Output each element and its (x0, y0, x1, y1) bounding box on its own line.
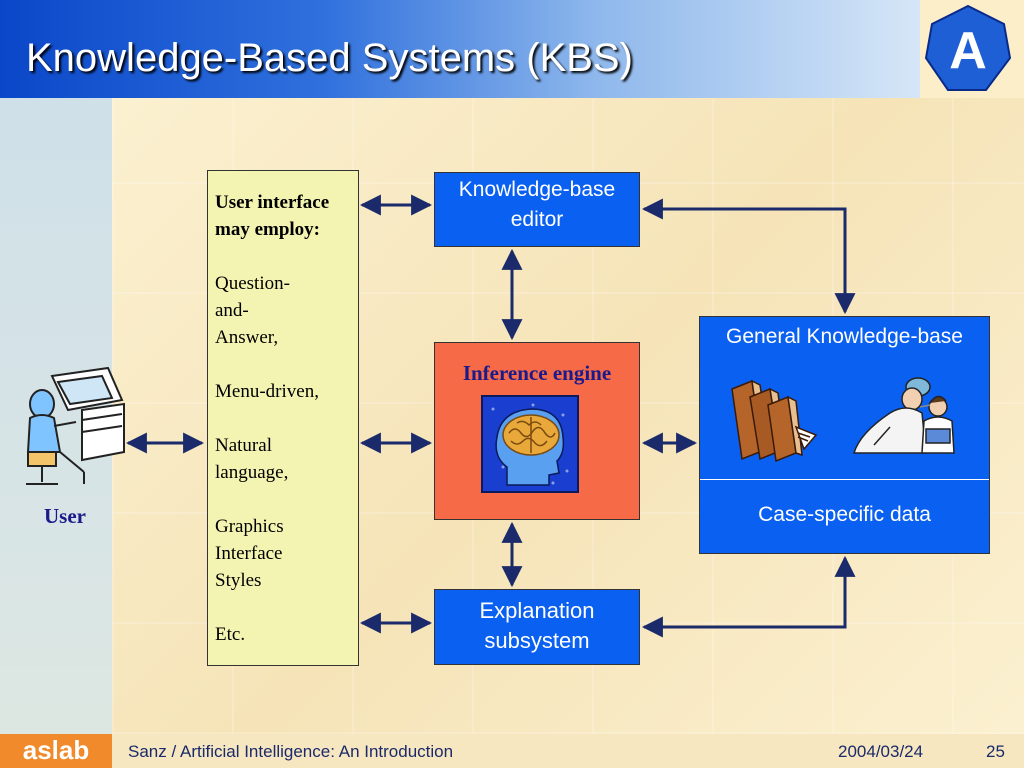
ui-heading-line2: may employ: (215, 219, 321, 240)
books-icon (731, 379, 818, 463)
ui-item-qa-2: and- (215, 300, 249, 321)
logo-area: A (920, 0, 1024, 98)
ui-item-qa-3: Answer, (215, 327, 279, 348)
general-kb-label: General Knowledge-base (726, 325, 963, 348)
arrow-editor-kb (641, 198, 856, 315)
user-interface-box: User interface may employ: Question- and… (207, 170, 359, 666)
arrow-explanation-case (641, 555, 856, 638)
explanation-line2: subsystem (484, 628, 590, 653)
logo-letter: A (949, 22, 987, 80)
explanation-subsystem-box: Explanation subsystem (434, 589, 640, 665)
brain-head-icon (491, 403, 569, 486)
footer: aslab Sanz / Artificial Intelligence: An… (0, 734, 1024, 768)
brain-icon-frame (481, 395, 579, 493)
knowledge-base-editor-box: Knowledge-base editor (434, 172, 640, 247)
user-at-computer-icon (26, 366, 125, 485)
inference-engine-box: Inference engine (434, 342, 640, 520)
ui-item-menu: Menu-driven, (215, 381, 319, 402)
case-specific-data-label: Case-specific data (758, 503, 931, 526)
ui-item-graphics-2: Interface (215, 543, 283, 564)
ui-item-qa-1: Question- (215, 273, 290, 294)
slide-title: Knowledge-Based Systems (KBS) (26, 36, 633, 80)
kb-editor-line1: Knowledge-base (458, 178, 616, 201)
footer-date: 2004/03/24 (838, 742, 924, 761)
footer-brand: aslab (0, 734, 112, 768)
explanation-line1: Explanation (479, 598, 595, 623)
ui-item-graphics-3: Styles (215, 570, 262, 591)
footer-page-number: 25 (986, 742, 1005, 761)
user-label: User (44, 504, 86, 528)
ui-heading-line1: User interface (215, 192, 330, 213)
logo-a-icon: A (924, 4, 1012, 91)
ui-item-natural-2: language, (215, 462, 289, 483)
ui-item-etc: Etc. (215, 624, 246, 645)
doctor-patient-icon (852, 377, 955, 454)
footer-course: Sanz / Artificial Intelligence: An Intro… (128, 742, 454, 761)
inference-engine-label: Inference engine (462, 361, 612, 385)
ui-item-natural-1: Natural (215, 435, 272, 456)
general-knowledge-base-box: General Knowledge-base Case-specific (699, 316, 990, 554)
kb-divider (700, 479, 989, 480)
kb-editor-line2: editor (510, 208, 564, 231)
title-bar: Knowledge-Based Systems (KBS) (0, 0, 920, 98)
ui-item-graphics-1: Graphics (215, 516, 284, 537)
